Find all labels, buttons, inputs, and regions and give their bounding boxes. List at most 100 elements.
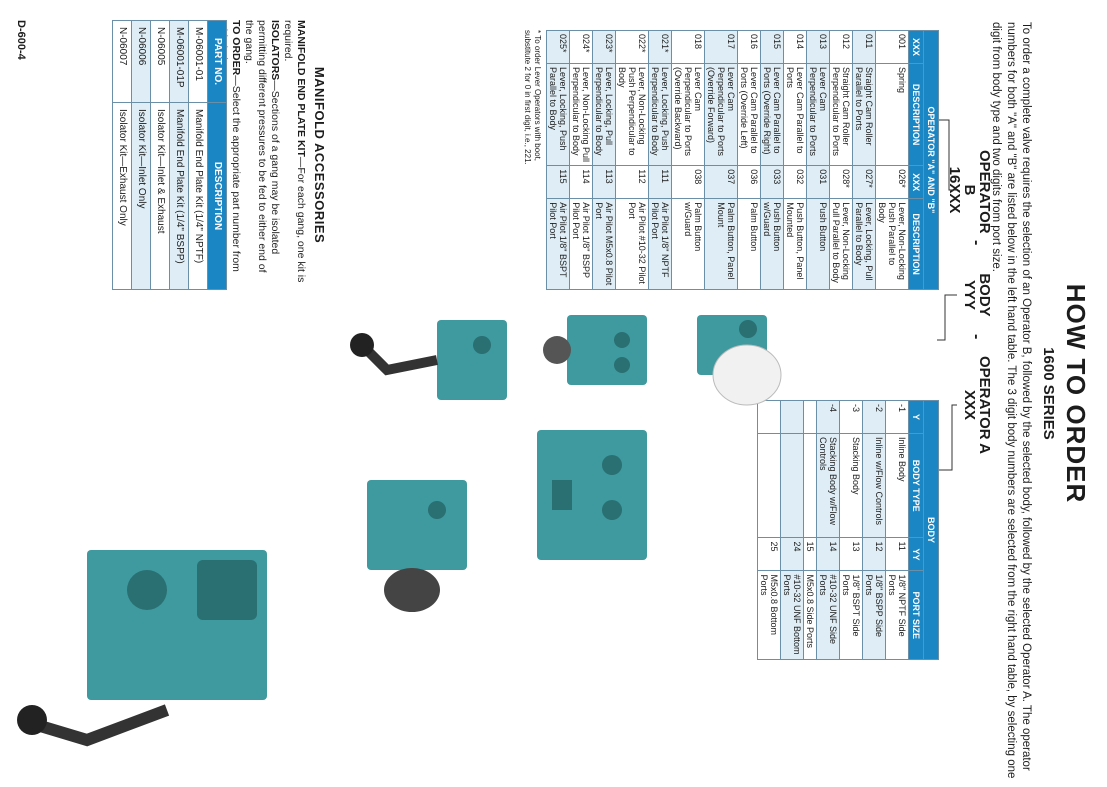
operator-description: Lever Cam Parallel to Ports <box>783 63 807 166</box>
valve-with-booted-lever-photo <box>537 430 647 560</box>
body-col-yy: YY <box>908 537 924 571</box>
page-number: D-600-4 <box>15 20 27 60</box>
port-size-description: 1/8" BSPP Side Ports <box>862 570 886 660</box>
accessory-description: Manifold End Plate Kit (1/4" BSPP) <box>169 102 189 290</box>
port-size-description: 1/8" NPTF Side Ports <box>885 570 909 660</box>
operator-description: Lever Cam Parallel to Ports (Override Ri… <box>760 63 784 166</box>
operator-description: Lever, Locking, Pull Parallel to Body <box>852 198 876 290</box>
to-order-lead: TO ORDER <box>230 20 242 76</box>
accessory-part-number: N-06005 <box>150 20 170 103</box>
body-type-code: -1 <box>885 400 909 434</box>
operator-row: 023*Lever, Locking, Pull Perpendicular t… <box>592 30 616 290</box>
operator-code: 018 <box>671 30 705 64</box>
valve-with-lever-locking-photo <box>543 315 647 385</box>
operator-description: Push Button w/Guard <box>760 198 784 290</box>
operator-code: 028* <box>829 165 853 199</box>
operator-code: 016 <box>737 30 761 64</box>
body-col-y: Y <box>908 400 924 434</box>
operator-code: 112 <box>615 165 649 199</box>
operator-code: 027* <box>852 165 876 199</box>
operator-col1-header: XXX <box>908 30 924 64</box>
operator-footnote: * To order Lever Operators with boot, su… <box>523 30 542 165</box>
operator-description: Push Button, Panel Mounted <box>783 198 807 290</box>
valve-with-boot-photo <box>367 480 467 612</box>
accessory-desc-header: DESCRIPTION <box>207 102 227 290</box>
body-type-description: Inline Body <box>885 433 909 538</box>
operator-description: Straight Cam Roller Parallel to Ports <box>852 63 876 166</box>
body-type-description: Inline w/Flow Controls <box>862 433 886 538</box>
body-table-title: BODY <box>923 400 939 660</box>
operator-code: 017 <box>704 30 738 64</box>
operator-code: 014 <box>783 30 807 64</box>
operator-code: 022* <box>615 30 649 64</box>
operator-description: Lever Cam Parallel to Ports (Override Le… <box>737 63 761 166</box>
operator-row: 022*Lever, Non-Locking Push Perpendicula… <box>615 30 649 290</box>
operator-description: Palm Button w/Guard <box>671 198 705 290</box>
operator-code: 011 <box>852 30 876 64</box>
operator-description: Lever Cam Perpendicular to Ports (Overri… <box>704 63 738 166</box>
operator-code: 021* <box>648 30 672 64</box>
port-size-description: #10-32 UNF Side Ports <box>816 570 840 660</box>
accessory-description: Isolator Kit—Inlet & Exhaust <box>150 102 170 290</box>
operator-description: Lever, Non-Locking Pull Parallel to Body <box>829 198 853 290</box>
operator-description: Air Pilot 1/8" NPTF Pilot Port <box>648 198 672 290</box>
operator-description: Air Pilot 1/8" BSPT Pilot Port <box>546 198 570 290</box>
operator-description: Push Button <box>806 198 830 290</box>
body-col-port: PORT SIZE <box>908 570 924 660</box>
body-type-description: Stacking Body w/Flow Controls <box>816 433 840 538</box>
body-type-code: -4 <box>816 400 840 434</box>
operator-description: Lever, Non-Locking Push Parallel to Body <box>875 198 909 290</box>
port-size-code: 13 <box>839 537 863 571</box>
port-size-code: 25 <box>757 537 781 571</box>
body-type-code: -3 <box>839 400 863 434</box>
operator-description: Lever Cam Perpendicular to Ports (Overri… <box>671 63 705 166</box>
accessory-part-number: N-06006 <box>131 20 151 103</box>
operator-code: 038 <box>671 165 705 199</box>
operator-code: 115 <box>546 165 570 199</box>
valve-with-lever-handle-photo <box>350 320 507 400</box>
body-type-code: -2 <box>862 400 886 434</box>
operator-col4-header: DESCRIPTION <box>908 198 924 290</box>
body-type-description <box>780 433 804 538</box>
operator-row: 025*Lever, Locking, Push Parallel to Bod… <box>546 30 570 290</box>
operator-description: Air Pilot M5x0.8 Pilot Port <box>592 198 616 290</box>
operator-code: 023* <box>592 30 616 64</box>
body-col-type: BODY TYPE <box>908 433 924 538</box>
operator-description: Air Pilot 1/8" BSPP Pilot Port <box>569 198 593 290</box>
operator-description: Air Pilot #10-32 Pilot Port <box>615 198 649 290</box>
operator-code: 036 <box>737 165 761 199</box>
operator-description: Straight Cam Roller Perpendicular to Por… <box>829 63 853 166</box>
operator-code: 031 <box>806 165 830 199</box>
valve-with-palm-button-photo <box>697 315 782 406</box>
body-row: 24#10-32 UNF Bottom Ports <box>780 400 804 660</box>
operator-code: 015 <box>760 30 784 64</box>
operator-code: 012 <box>829 30 853 64</box>
operator-description: Palm Button, Panel Mount <box>704 198 738 290</box>
operator-row: 021*Lever, Locking, Push Perpendicular t… <box>648 30 672 290</box>
manifold-gang-photo <box>17 550 267 747</box>
accessories-title: MANIFOLD ACCESSORIES <box>312 66 327 244</box>
operator-table: OPERATOR "A" AND "B" XXX DESCRIPTION XXX… <box>522 30 939 290</box>
operator-description: Lever, Non-Locking Push Perpendicular to… <box>615 63 649 166</box>
body-type-description: Stacking Body <box>839 433 863 538</box>
operator-description: Lever, Locking, Pull Perpendicular to Bo… <box>592 63 616 166</box>
port-size-description: M5x0.8 Bottom Ports <box>757 570 781 660</box>
port-size-code: 15 <box>803 537 817 571</box>
port-size-code: 24 <box>780 537 804 571</box>
operator-code: 026* <box>875 165 909 199</box>
operator-col2-header: DESCRIPTION <box>908 63 924 166</box>
